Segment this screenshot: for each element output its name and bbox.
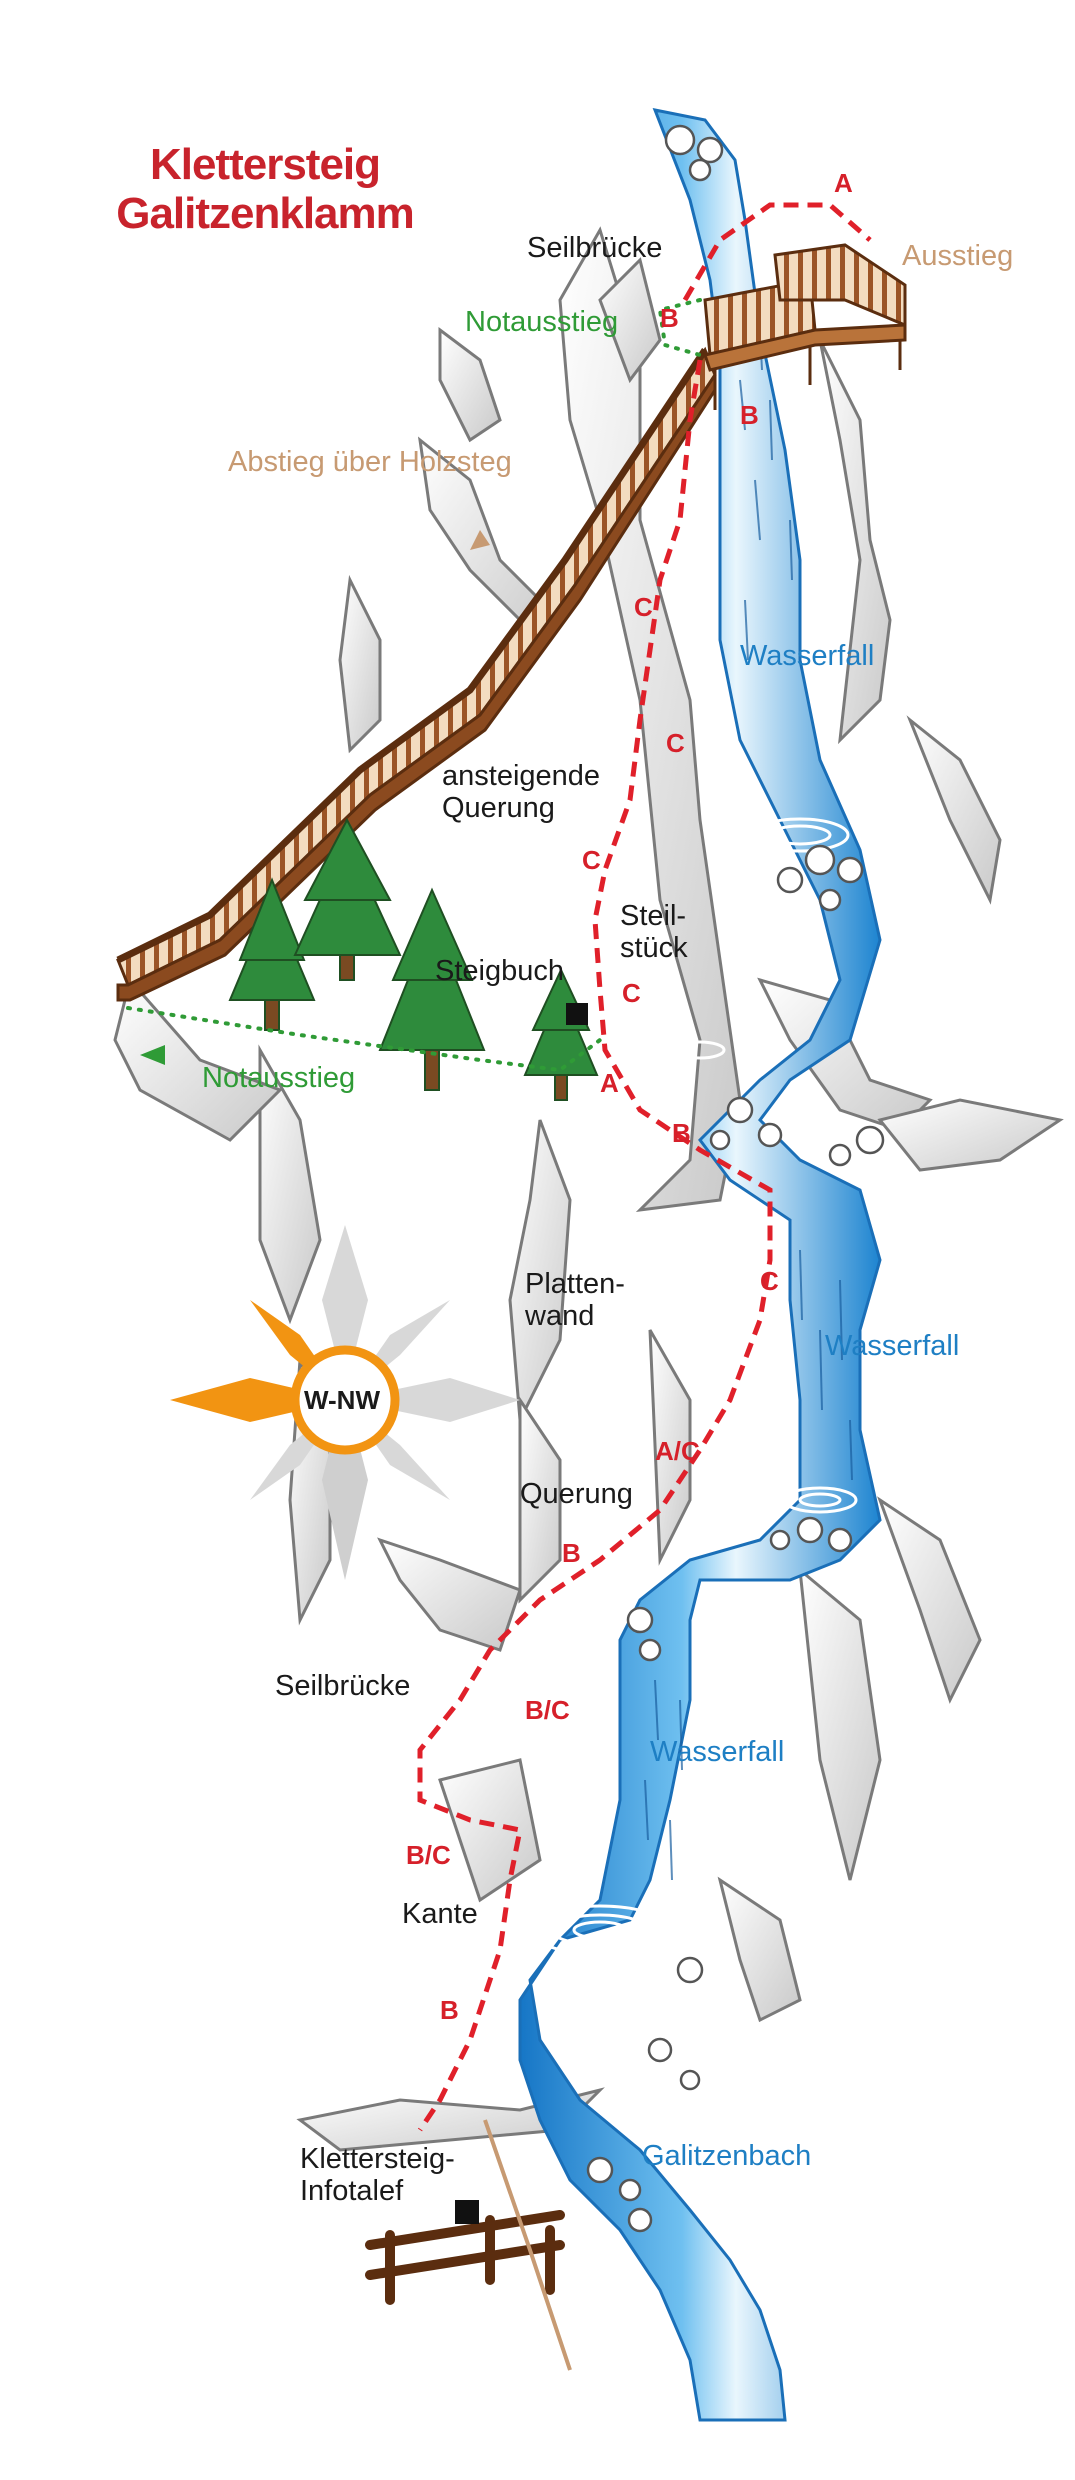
galitzenbach-stream — [518, 107, 882, 2422]
label-infotafel-line-1: Klettersteig- — [300, 2143, 455, 2175]
label-wasserfall-3: Wasserfall — [650, 1736, 785, 1768]
exit-platform — [703, 243, 907, 410]
label-infotafel: Klettersteig- Infotalef — [300, 2143, 455, 2208]
label-steilstueck: Steil- stück — [620, 900, 688, 965]
label-wasserfall-1: Wasserfall — [740, 640, 875, 672]
info-board-marker — [455, 2200, 479, 2224]
grade-b-mid: B — [672, 1118, 691, 1148]
label-notausstieg-top: Notausstieg — [465, 306, 619, 338]
grade-bc-2: B/C — [406, 1840, 451, 1870]
grade-b-low: B — [562, 1538, 581, 1568]
grade-c-1: C — [634, 592, 653, 622]
title-line-2: Galitzenklamm — [116, 189, 415, 239]
emergency-arrow-mid — [140, 1045, 165, 1065]
climbing-route — [417, 202, 872, 2132]
label-seilbruecke-low: Seilbrücke — [275, 1670, 411, 1702]
grade-c-5: C — [760, 1266, 779, 1296]
label-abstieg: Abstieg über Holzsteg — [228, 446, 512, 478]
label-kante: Kante — [402, 1898, 478, 1930]
boulders — [586, 124, 885, 2233]
label-ansteigende-line-1: ansteigende — [442, 760, 601, 792]
pine-trees — [228, 817, 599, 1101]
label-ansteigende-querung: ansteigende Querung — [442, 760, 600, 825]
label-infotafel-line-2: Infotalef — [300, 2175, 404, 2208]
grade-bc-1: B/C — [525, 1695, 570, 1725]
grade-a-top: A — [834, 168, 853, 198]
grade-a-mid: A — [600, 1068, 619, 1098]
label-plattenwand: Platten- wand — [525, 1268, 625, 1333]
label-wasserfall-2: Wasserfall — [825, 1330, 960, 1362]
grade-c-3: C — [582, 845, 601, 875]
label-galitzenbach: Galitzenbach — [642, 2140, 812, 2172]
label-notausstieg-mid: Notausstieg — [202, 1062, 356, 1094]
grade-b-bottom: B — [440, 1995, 459, 2025]
label-ansteigende-line-2: Querung — [442, 792, 555, 825]
emergency-exit-paths — [126, 298, 702, 1073]
grade-b-top: B — [660, 303, 679, 333]
label-seilbruecke-top: Seilbrücke — [527, 232, 663, 264]
label-steil-line-2: stück — [620, 932, 688, 965]
grade-ac: A/C — [655, 1436, 700, 1466]
compass-center — [290, 1345, 400, 1455]
descent-arrow — [470, 530, 490, 550]
rock-walls — [113, 226, 1064, 2152]
label-steigbuch: Steigbuch — [435, 955, 564, 987]
pool-swirls — [528, 817, 858, 1956]
map-title: Klettersteig Galitzenklamm — [100, 140, 430, 239]
title-line-1: Klettersteig — [149, 140, 381, 189]
label-steil-line-1: Steil- — [620, 900, 687, 932]
grade-c-2: C — [666, 728, 685, 758]
label-platten-line-2: wand — [525, 1300, 595, 1333]
grade-c-4: C — [622, 978, 641, 1008]
compass-label: W-NW — [304, 1385, 380, 1415]
label-platten-line-1: Platten- — [525, 1268, 625, 1300]
logbook-marker — [566, 1003, 588, 1025]
grade-b-upper: B — [740, 400, 759, 430]
label-ausstieg: Ausstieg — [902, 240, 1014, 272]
label-querung: Querung — [520, 1478, 633, 1510]
